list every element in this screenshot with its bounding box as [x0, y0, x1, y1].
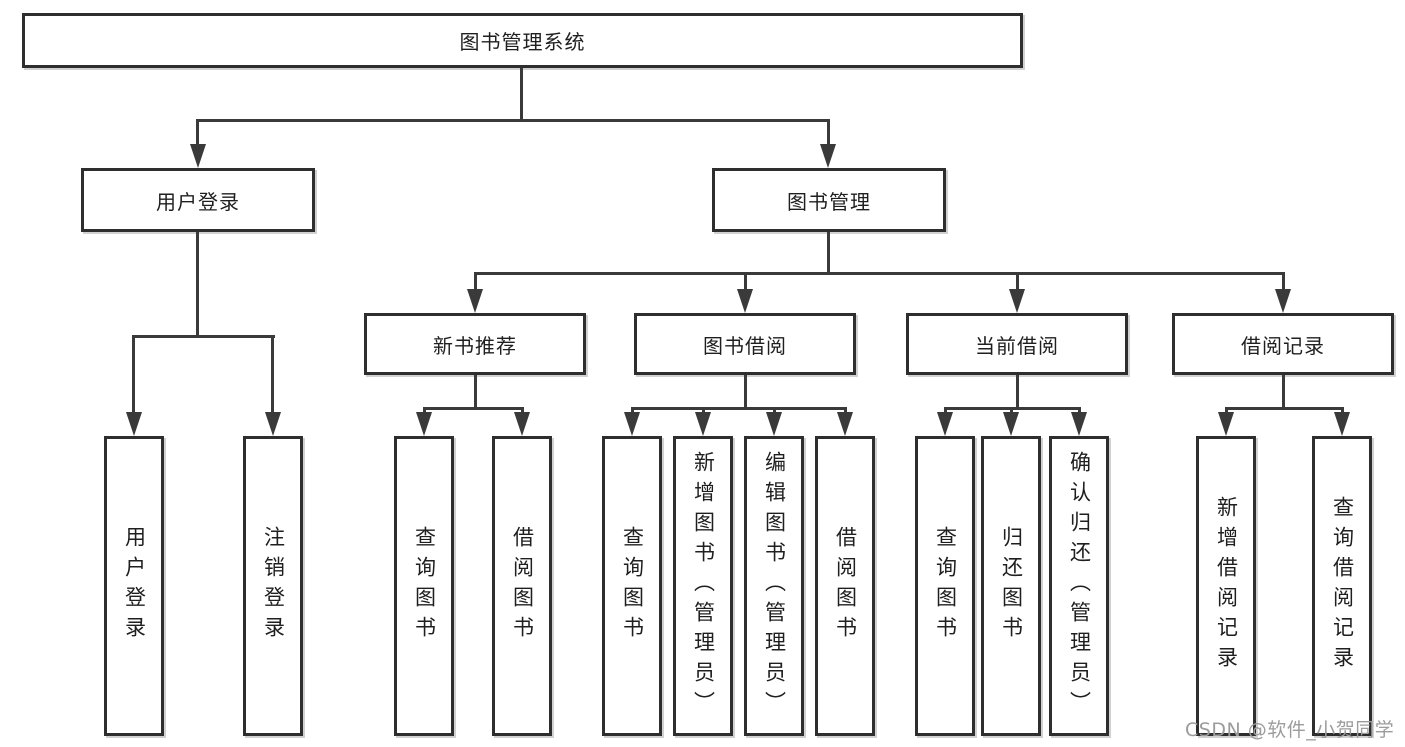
connector-line: [271, 335, 274, 415]
leaf-rec-borrow-books: 借阅图书: [492, 436, 552, 736]
arrow-down-icon: [416, 412, 432, 436]
node-new-book-recommend-label: 新书推荐: [433, 333, 517, 358]
connector-line: [1016, 272, 1019, 292]
arrow-down-icon: [937, 412, 953, 436]
leaf-cb-confirm-return-admin: 确认归还（管理员）: [1049, 436, 1109, 736]
node-user-login: 用户登录: [81, 168, 315, 232]
connector-line: [474, 272, 1284, 275]
leaf-br-add-record-label: 新增借阅记录: [1214, 496, 1239, 676]
node-book-borrow: 图书借阅: [634, 313, 856, 375]
arrow-down-icon: [624, 412, 640, 436]
leaf-bb-add-books-admin-label: 新增图书（管理员）: [691, 451, 716, 721]
arrow-down-icon: [1334, 412, 1350, 436]
connector-line: [520, 68, 523, 122]
leaf-cb-query-books-label: 查询图书: [933, 526, 958, 646]
leaf-br-query-record: 查询借阅记录: [1312, 436, 1372, 736]
arrow-down-icon: [1275, 289, 1291, 313]
connector-line: [827, 119, 830, 149]
arrow-down-icon: [766, 412, 782, 436]
arrow-down-icon: [126, 412, 142, 436]
connector-line: [196, 119, 199, 149]
arrow-down-icon: [1218, 412, 1234, 436]
arrow-down-icon: [514, 412, 530, 436]
node-borrow-records: 借阅记录: [1172, 313, 1394, 375]
leaf-bb-borrow-books-label: 借阅图书: [833, 526, 858, 646]
connector-line: [1225, 407, 1344, 410]
arrow-down-icon: [265, 412, 281, 436]
leaf-logout-label: 注销登录: [261, 526, 286, 646]
leaf-cb-confirm-return-admin-label: 确认归还（管理员）: [1067, 451, 1092, 721]
connector-line: [744, 272, 747, 292]
leaf-bb-edit-books-admin: 编辑图书（管理员）: [744, 436, 804, 736]
leaf-user-login-label: 用户登录: [122, 526, 147, 646]
node-root-label: 图书管理系统: [459, 30, 586, 54]
node-borrow-records-label: 借阅记录: [1241, 333, 1325, 358]
connector-line: [1282, 375, 1285, 410]
connector-line: [423, 407, 524, 410]
node-current-borrow: 当前借阅: [906, 313, 1128, 375]
connector-line: [197, 119, 830, 122]
leaf-cb-return-books: 归还图书: [981, 436, 1041, 736]
arrow-down-icon: [837, 412, 853, 436]
leaf-bb-edit-books-admin-label: 编辑图书（管理员）: [762, 451, 787, 721]
arrow-down-icon: [1009, 289, 1025, 313]
leaf-rec-query-books-label: 查询图书: [412, 526, 437, 646]
connector-line: [196, 232, 199, 338]
csdn-watermark: CSDN @软件_小贺同学: [1185, 719, 1395, 741]
leaf-bb-borrow-books: 借阅图书: [815, 436, 875, 736]
leaf-user-login: 用户登录: [104, 436, 164, 736]
node-user-login-label: 用户登录: [156, 189, 240, 214]
leaf-bb-query-books-label: 查询图书: [620, 526, 645, 646]
node-book-management-label: 图书管理: [787, 189, 871, 214]
arrow-down-icon: [820, 144, 836, 168]
connector-line: [474, 272, 477, 292]
node-book-management: 图书管理: [712, 168, 946, 232]
leaf-cb-return-books-label: 归还图书: [999, 526, 1024, 646]
leaf-rec-query-books: 查询图书: [394, 436, 454, 736]
arrow-down-icon: [1071, 412, 1087, 436]
connector-line: [827, 232, 830, 275]
connector-line: [744, 375, 747, 410]
node-new-book-recommend: 新书推荐: [364, 313, 586, 375]
connector-line: [132, 335, 135, 415]
connector-line: [631, 407, 847, 410]
arrow-down-icon: [1003, 412, 1019, 436]
leaf-logout: 注销登录: [243, 436, 303, 736]
leaf-br-add-record: 新增借阅记录: [1196, 436, 1256, 736]
leaf-rec-borrow-books-label: 借阅图书: [510, 526, 535, 646]
arrow-down-icon: [467, 289, 483, 313]
leaf-bb-query-books: 查询图书: [602, 436, 662, 736]
connector-line: [1282, 272, 1285, 292]
arrow-down-icon: [695, 412, 711, 436]
leaf-bb-add-books-admin: 新增图书（管理员）: [673, 436, 733, 736]
arrow-down-icon: [737, 289, 753, 313]
leaf-br-query-record-label: 查询借阅记录: [1330, 496, 1355, 676]
node-current-borrow-label: 当前借阅: [975, 333, 1059, 358]
arrow-down-icon: [190, 144, 206, 168]
connector-line: [132, 335, 275, 338]
node-root: 图书管理系统: [22, 13, 1023, 68]
node-book-borrow-label: 图书借阅: [703, 333, 787, 358]
connector-line: [474, 375, 477, 410]
leaf-cb-query-books: 查询图书: [915, 436, 975, 736]
connector-line: [1016, 375, 1019, 410]
